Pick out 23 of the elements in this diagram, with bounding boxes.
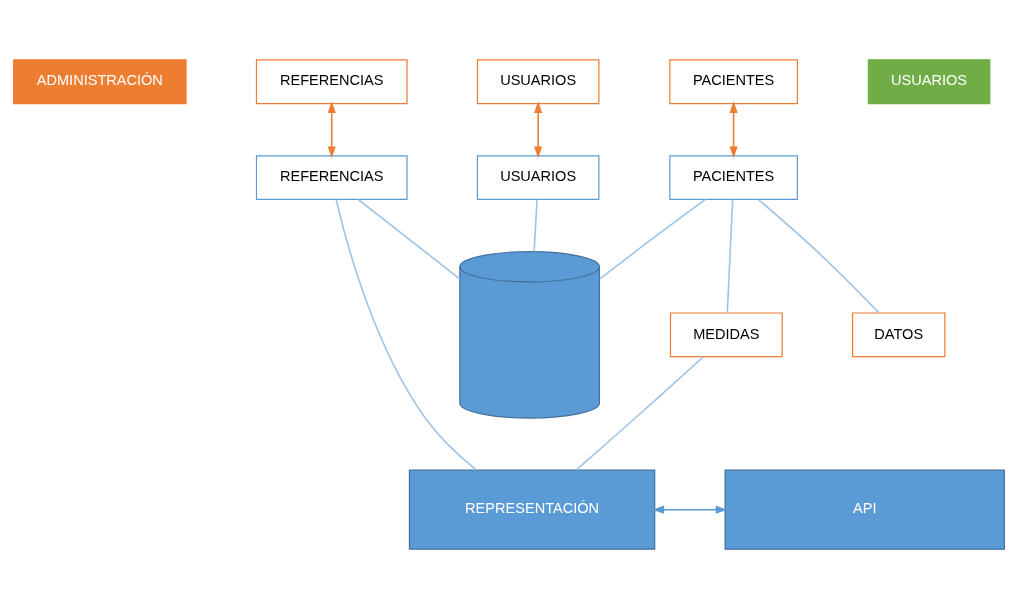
arrow <box>534 101 543 159</box>
connector <box>533 198 538 253</box>
node-box: API <box>724 469 1005 550</box>
connector <box>757 198 880 314</box>
node-box: MEDIDAS <box>669 312 783 358</box>
node-box: REFERENCIAS <box>255 155 408 201</box>
connector <box>335 198 477 471</box>
node-box: USUARIOS <box>476 59 600 105</box>
node-box: USUARIOS <box>476 155 600 201</box>
connector <box>599 198 706 280</box>
connector <box>357 198 461 280</box>
node-box: REPRESENTACIÓN <box>408 469 656 550</box>
arrow <box>327 101 336 159</box>
node-box: REFERENCIAS <box>255 59 408 105</box>
connector <box>575 356 704 471</box>
node-box: PACIENTES <box>669 155 798 201</box>
arrow <box>652 505 728 514</box>
arrow <box>729 101 738 159</box>
node-box: ADMINISTRACIÓN <box>13 59 187 105</box>
node-box: PACIENTES <box>669 59 798 105</box>
node-box: USUARIOS <box>867 59 991 105</box>
connector <box>726 198 734 314</box>
node-box: DATOS <box>852 312 946 358</box>
